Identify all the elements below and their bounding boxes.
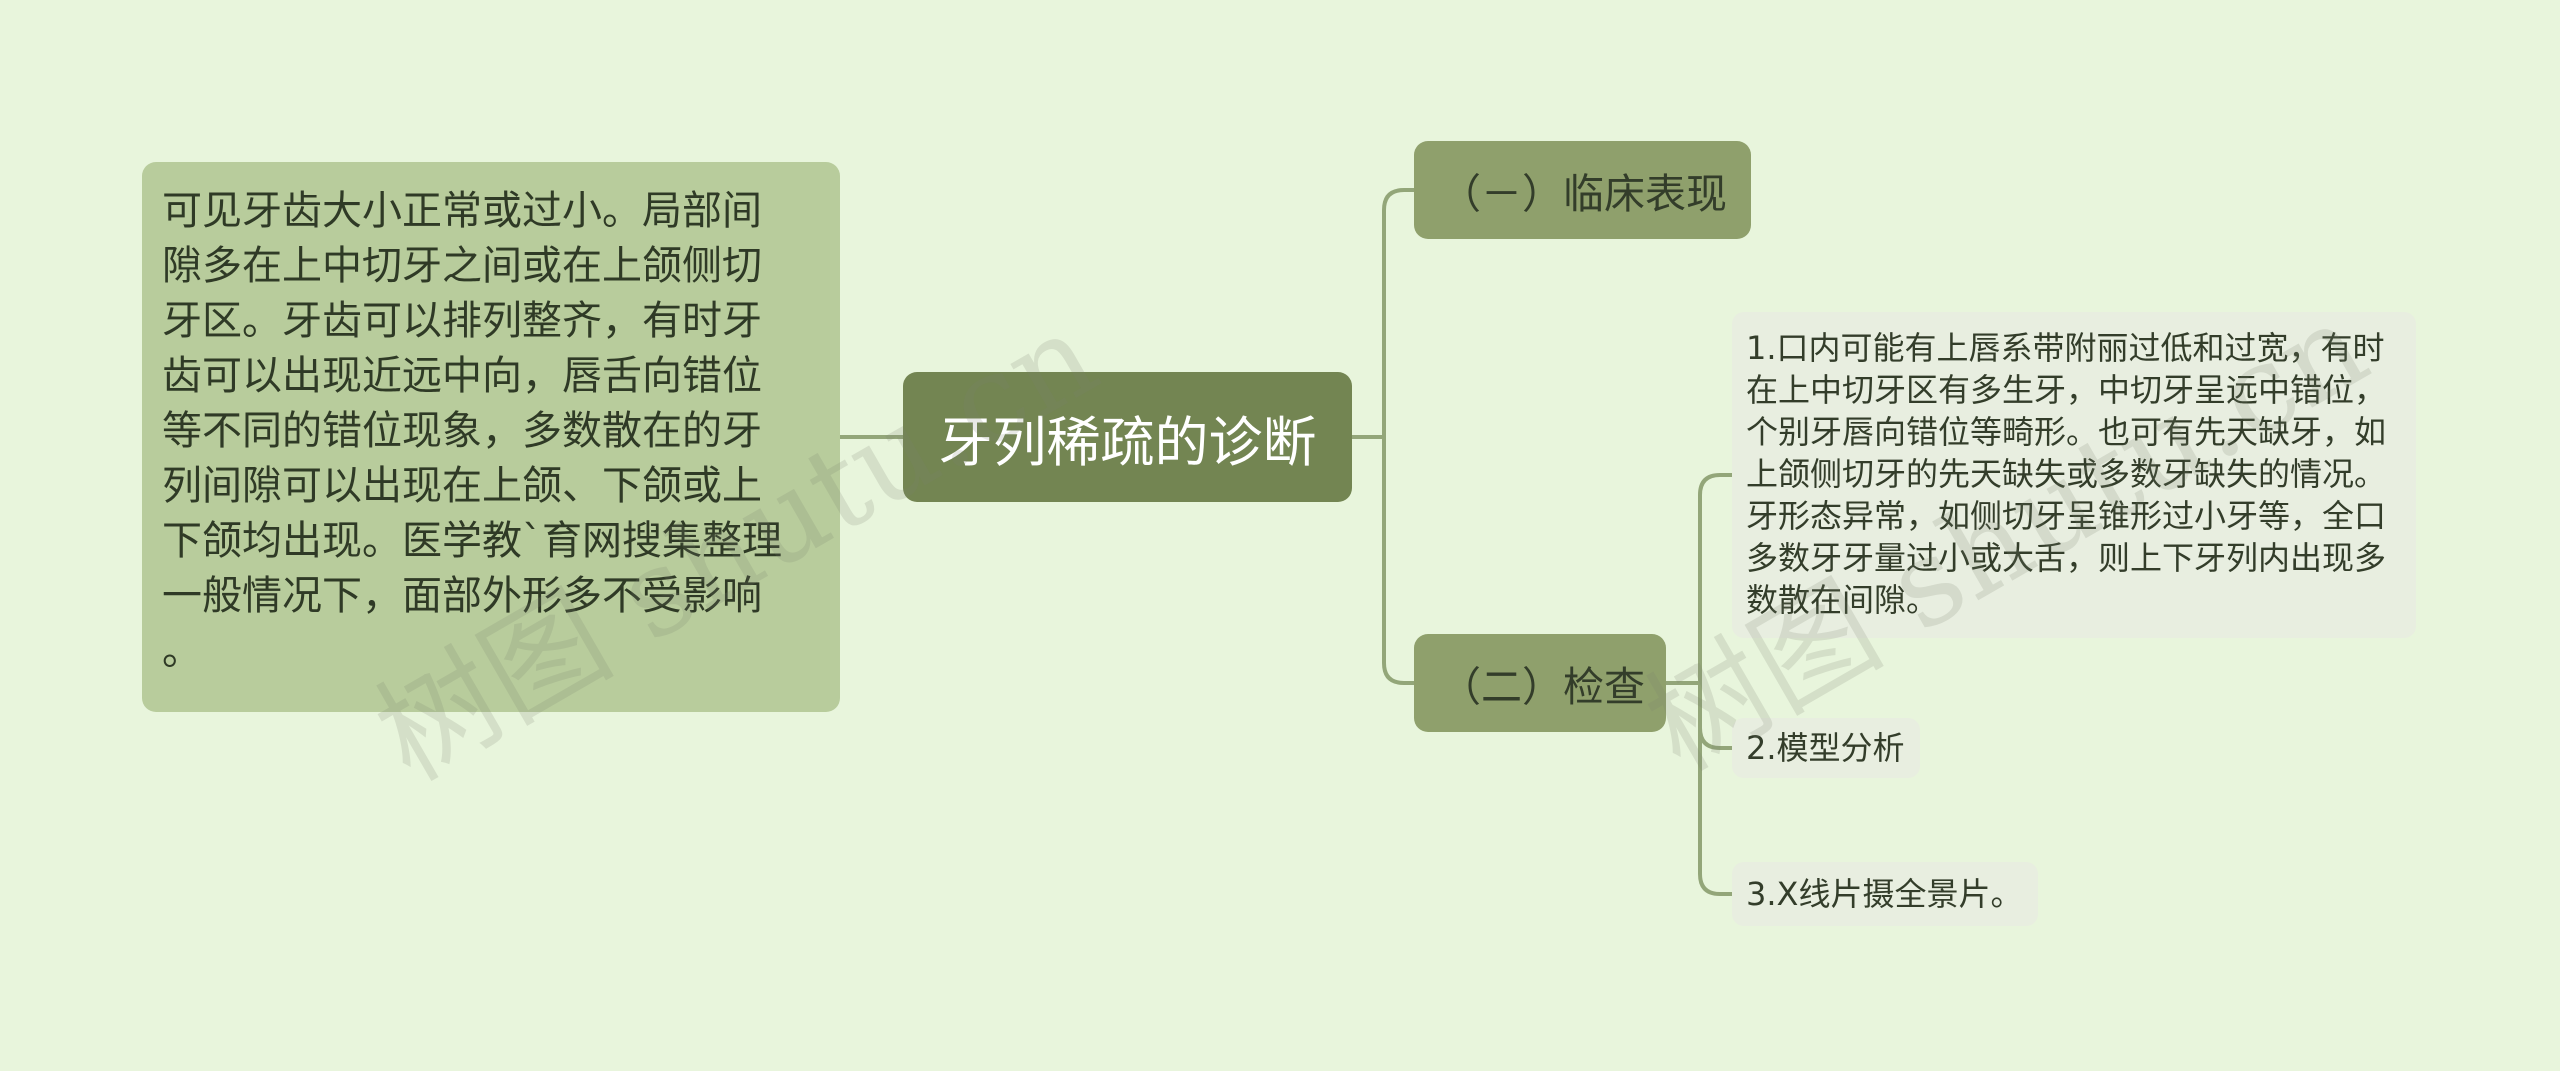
leaf-node-xray[interactable]: 3.X线片摄全景片。 (1732, 862, 2038, 926)
left-note-node[interactable]: 可见牙齿大小正常或过小。局部间 隙多在上中切牙之间或在上颌侧切 牙区。牙齿可以排… (142, 162, 840, 712)
leaf-node-oral-findings[interactable]: 1.口内可能有上唇系带附丽过低和过宽，有时 在上中切牙区有多生牙，中切牙呈远中错… (1732, 312, 2416, 638)
link-branch2-leaf-2 (1698, 683, 1732, 750)
leaf-node-model-analysis[interactable]: 2.模型分析 (1732, 718, 1920, 778)
root-node[interactable]: 牙列稀疏的诊断 (903, 372, 1352, 502)
link-root-branch-2 (1382, 437, 1414, 685)
link-branch2-leaf-3 (1698, 683, 1732, 896)
link-root-branch-1 (1382, 188, 1414, 437)
branch-node-exam[interactable]: （二）检查 (1414, 634, 1666, 732)
branch-node-clinical[interactable]: （－）临床表现 (1414, 141, 1751, 239)
link-branch2-leaf-1 (1698, 473, 1732, 683)
